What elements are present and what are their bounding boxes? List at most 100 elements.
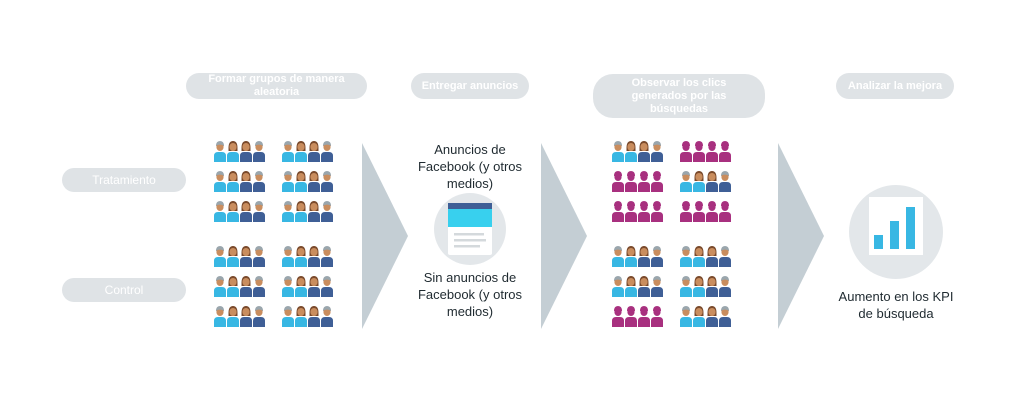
person-icon <box>227 171 239 192</box>
person-icon <box>240 276 252 297</box>
person-block <box>612 275 663 297</box>
person-icon <box>680 246 692 267</box>
step-pill-deliver-ads: Entregar anuncios <box>411 73 529 99</box>
person-icon <box>680 201 692 222</box>
person-block <box>680 245 731 267</box>
person-icon <box>308 201 320 222</box>
person-icon <box>706 306 718 327</box>
person-icon <box>295 141 307 162</box>
result-label: Aumento en los KPI de búsqueda <box>836 288 956 322</box>
person-icon <box>706 246 718 267</box>
person-icon <box>638 141 650 162</box>
person-icon <box>295 306 307 327</box>
person-icon <box>227 141 239 162</box>
person-icon <box>638 246 650 267</box>
person-icon <box>625 171 637 192</box>
step-label-analyze: Analizar la mejora <box>847 79 943 92</box>
person-block <box>282 170 333 192</box>
person-block <box>612 170 663 192</box>
person-icon <box>253 171 265 192</box>
person-icon <box>612 276 624 297</box>
person-icon <box>214 201 226 222</box>
control-clicks-grid <box>612 245 731 327</box>
step-pill-observe-clicks: Observar los clics generados por las bús… <box>593 74 765 118</box>
person-icon <box>240 306 252 327</box>
person-icon <box>680 141 692 162</box>
person-icon <box>282 306 294 327</box>
ad-card-icon <box>434 193 506 265</box>
person-icon <box>719 201 731 222</box>
person-icon <box>680 276 692 297</box>
person-icon <box>253 246 265 267</box>
person-block <box>282 305 333 327</box>
person-icon <box>321 171 333 192</box>
person-icon <box>214 141 226 162</box>
person-icon <box>651 246 663 267</box>
person-icon <box>253 201 265 222</box>
person-icon <box>719 246 731 267</box>
person-block <box>612 305 663 327</box>
person-icon <box>321 246 333 267</box>
person-icon <box>612 171 624 192</box>
person-icon <box>706 276 718 297</box>
person-icon <box>680 306 692 327</box>
person-icon <box>240 171 252 192</box>
person-block <box>282 245 333 267</box>
person-icon <box>638 306 650 327</box>
person-icon <box>719 276 731 297</box>
person-icon <box>282 246 294 267</box>
step-pill-analyze: Analizar la mejora <box>836 73 954 99</box>
group-pill-treatment: Tratamiento <box>62 168 186 192</box>
person-block <box>282 140 333 162</box>
person-icon <box>706 171 718 192</box>
person-icon <box>321 201 333 222</box>
person-block <box>680 275 731 297</box>
person-icon <box>253 306 265 327</box>
step-label-deliver-ads: Entregar anuncios <box>421 79 519 92</box>
person-icon <box>321 276 333 297</box>
person-icon <box>227 201 239 222</box>
person-block <box>214 305 265 327</box>
person-icon <box>625 246 637 267</box>
person-icon <box>651 276 663 297</box>
person-icon <box>295 201 307 222</box>
person-icon <box>308 246 320 267</box>
person-icon <box>693 276 705 297</box>
person-icon <box>321 141 333 162</box>
person-icon <box>651 141 663 162</box>
arrow-right-icon <box>541 143 587 329</box>
person-icon <box>240 141 252 162</box>
person-block <box>680 305 731 327</box>
person-icon <box>282 201 294 222</box>
ads-with-text: Anuncios de Facebook (y otros medios) <box>417 142 523 191</box>
person-icon <box>282 141 294 162</box>
person-icon <box>295 276 307 297</box>
person-icon <box>295 246 307 267</box>
person-block <box>612 200 663 222</box>
person-icon <box>638 276 650 297</box>
person-block <box>214 140 265 162</box>
person-icon <box>625 201 637 222</box>
control-group-grid <box>214 245 333 327</box>
person-icon <box>719 141 731 162</box>
person-icon <box>651 201 663 222</box>
step-pill-randomize: Formar grupos de manera aleatoria <box>186 73 367 99</box>
person-icon <box>227 246 239 267</box>
person-block <box>214 170 265 192</box>
person-icon <box>308 276 320 297</box>
person-icon <box>612 141 624 162</box>
person-icon <box>625 306 637 327</box>
treatment-group-grid <box>214 140 333 222</box>
treatment-clicks-grid <box>612 140 731 222</box>
person-block <box>214 200 265 222</box>
person-icon <box>214 306 226 327</box>
person-icon <box>612 306 624 327</box>
person-block <box>214 275 265 297</box>
person-block <box>680 140 731 162</box>
step-label-randomize: Formar grupos de manera aleatoria <box>208 73 345 98</box>
step-label-observe-clicks: Observar los clics generados por las bús… <box>631 76 727 115</box>
person-icon <box>625 141 637 162</box>
person-icon <box>693 201 705 222</box>
group-label-treatment: Tratamiento <box>92 173 156 187</box>
person-icon <box>612 201 624 222</box>
